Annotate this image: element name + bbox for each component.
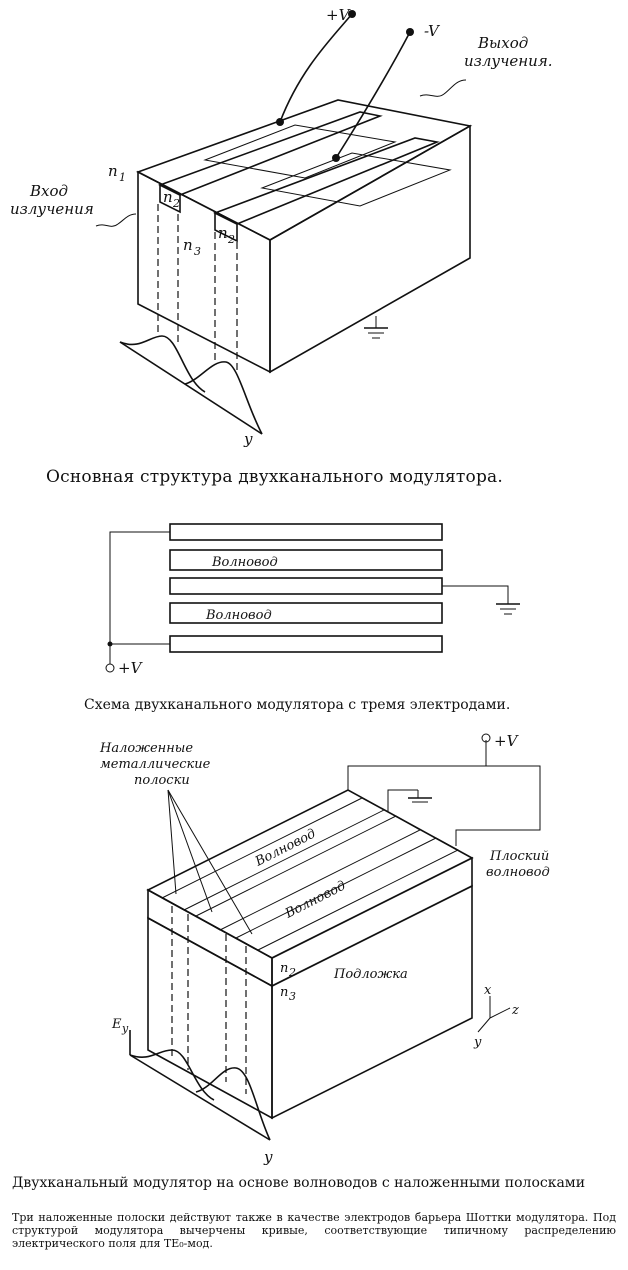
label-axis-z: z	[511, 1003, 519, 1018]
label-axis-y: y	[473, 1035, 482, 1050]
electrode-middle	[169, 577, 443, 595]
contact-plus	[276, 118, 284, 126]
terminal-plus-v-3	[481, 733, 491, 743]
caption-figure-3-body: Три наложенные полоски действуют также в…	[12, 1211, 616, 1250]
label-n2-a: n	[163, 188, 173, 206]
electrode-top	[203, 124, 397, 179]
pointer-2	[167, 789, 213, 913]
label-waveguide-2: Волновод	[205, 608, 272, 623]
label-strips-2: металлические	[100, 757, 211, 772]
label-output-1: Выход	[477, 34, 528, 52]
field-curve-4	[195, 1067, 271, 1141]
label-n2-b: n	[218, 224, 228, 242]
label-plus-v: +V	[326, 6, 352, 24]
electrode-top	[169, 523, 443, 541]
planar-layer-front	[147, 888, 273, 988]
label-n3-sub: 3	[194, 245, 201, 258]
label-strips-1: Наложенные	[99, 741, 193, 756]
wire-outer	[109, 531, 170, 645]
y-axis-3	[129, 1054, 271, 1141]
caption-figure-3-title: Двухканальный модулятор на основе волнов…	[12, 1175, 586, 1191]
label-axis-x: x	[484, 983, 492, 998]
label-n3: n	[183, 236, 193, 254]
planar-top	[146, 789, 474, 959]
waveguide-2	[169, 602, 443, 624]
axis-y	[477, 1017, 491, 1033]
strip-2-end	[214, 211, 238, 243]
wire-ground	[442, 585, 509, 604]
label-input-1: Вход	[29, 182, 68, 200]
label-planar-1: Плоский	[489, 849, 549, 864]
label-waveguide-1: Волновод	[211, 555, 278, 570]
input-wave	[95, 213, 137, 227]
label-n2-3-sub: 2	[288, 966, 296, 979]
strip-2	[194, 815, 422, 931]
label-n1-sub: 1	[119, 171, 126, 184]
electrode-bottom	[169, 635, 443, 653]
substrate-right	[271, 884, 473, 1120]
figure-1-block: +V -V Выход излучения. Вход излучения n …	[10, 6, 553, 448]
figure-3-block: Наложенные металлические полоски +V Плос…	[99, 732, 550, 1166]
label-n2-b-sub: 2	[227, 233, 235, 246]
terminal-minus	[406, 28, 414, 36]
label-n3-3-sub: 3	[289, 990, 296, 1003]
label-strips-3: полоски	[134, 773, 190, 788]
terminal-plus-v	[105, 663, 115, 673]
label-n2-a-sub: 2	[172, 197, 180, 210]
strip-1-end	[159, 183, 181, 214]
terminal-plus	[348, 10, 356, 18]
contact-minus	[332, 154, 340, 162]
label-y-axis-3: y	[263, 1148, 273, 1166]
caption-figure-2: Схема двухканального модулятора с тремя …	[84, 697, 511, 713]
axis-z	[489, 1007, 511, 1019]
label-plus-v-3: +V	[494, 732, 520, 750]
pointer-1	[167, 789, 177, 895]
label-input-2: излучения	[10, 200, 94, 218]
label-n3-3: n	[280, 985, 288, 1000]
figure-2-scheme: Волновод Волновод +V	[105, 523, 520, 677]
lead-minus	[335, 31, 411, 159]
caption-figure-1: Основная структура двухканального модуля…	[46, 467, 503, 487]
waveguide-strip-2	[213, 137, 440, 225]
label-waveguide-3b: Волновод	[282, 878, 348, 922]
block-right-face	[269, 124, 471, 374]
field-curve-1	[119, 335, 206, 393]
electrode-middle	[260, 152, 452, 207]
label-substrate: Подложка	[333, 967, 408, 982]
label-ey-sub: y	[121, 1022, 129, 1035]
wire-ground-3	[387, 789, 418, 812]
label-minus-v: -V	[424, 22, 441, 40]
lead-plus	[279, 13, 353, 123]
strip-1	[160, 797, 386, 911]
wire-plus	[347, 740, 487, 790]
label-n2-3: n	[280, 961, 288, 976]
strip-3	[234, 837, 460, 951]
label-planar-2: волновод	[486, 865, 550, 880]
field-curve-3	[129, 1049, 215, 1101]
label-ey: E	[111, 1017, 122, 1032]
field-curve-2	[184, 361, 263, 435]
waveguide-1	[169, 549, 443, 571]
pointer-3	[167, 789, 253, 935]
output-wave	[419, 79, 467, 97]
label-n1: n	[108, 162, 118, 180]
label-output-2: излучения.	[464, 52, 553, 70]
label-y-axis-1: y	[243, 430, 253, 448]
y-axis-1	[119, 341, 263, 435]
block-top-face	[136, 99, 473, 241]
label-plus-v-2: +V	[118, 659, 144, 677]
